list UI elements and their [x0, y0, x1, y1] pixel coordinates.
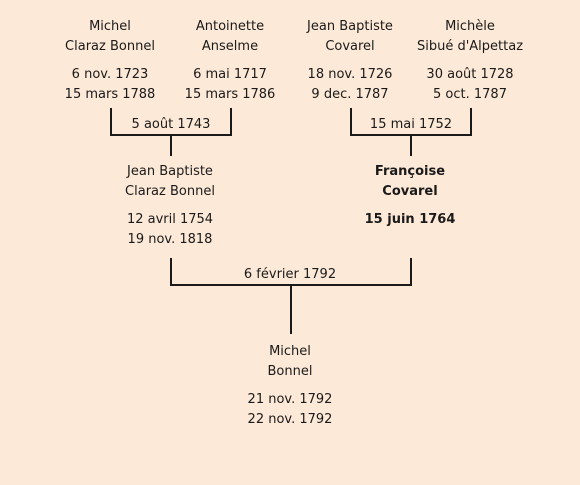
connector-line: [410, 134, 412, 156]
connector-line: [410, 258, 412, 286]
person-death-date: 19 nov. 1818: [127, 232, 213, 247]
person-birth-date: 12 avril 1754: [126, 212, 214, 227]
person-name-line2: Covarel: [325, 39, 375, 54]
marriage-date-paternal: 5 août 1743: [131, 117, 211, 132]
person-jean-baptiste-claraz-bonnel[interactable]: Jean Baptiste Claraz Bonnel 12 avril 175…: [110, 162, 230, 250]
person-name-line1: Michel: [89, 19, 131, 34]
marriage-date-parents: 6 février 1792: [243, 267, 337, 282]
person-name-line1: Antoinette: [195, 19, 265, 34]
person-birth-date: 6 nov. 1723: [71, 67, 149, 82]
marriage-date-maternal: 15 mai 1752: [369, 117, 453, 132]
person-birth-date: 21 nov. 1792: [247, 392, 333, 407]
person-michele-sibue-dalpettaz[interactable]: Michèle Sibué d'Alpettaz 30 août 1728 5 …: [410, 17, 530, 105]
person-name-line1: Michèle: [445, 19, 495, 34]
person-death-date: 9 dec. 1787: [311, 87, 389, 102]
person-death-date: 15 mars 1786: [184, 87, 276, 102]
person-death-date: 5 oct. 1787: [433, 87, 507, 102]
person-birth-date: 6 mai 1717: [193, 67, 267, 82]
person-name-line2: Claraz Bonnel: [125, 184, 215, 199]
person-name-line2: Bonnel: [267, 364, 313, 379]
person-name-line1: Jean Baptiste: [127, 164, 213, 179]
person-name-line1: Michel: [269, 344, 311, 359]
person-francoise-covarel[interactable]: Françoise Covarel 15 juin 1764: [350, 162, 470, 230]
person-name-line1: Jean Baptiste: [307, 19, 393, 34]
person-name-line2: Claraz Bonnel: [65, 39, 155, 54]
person-birth-date: 15 juin 1764: [364, 212, 456, 227]
connector-line: [230, 108, 232, 136]
connector-line: [110, 108, 112, 136]
person-death-date: 15 mars 1788: [64, 87, 156, 102]
person-antoinette-anselme[interactable]: Antoinette Anselme 6 mai 1717 15 mars 17…: [180, 17, 280, 105]
person-michel-bonnel[interactable]: Michel Bonnel 21 nov. 1792 22 nov. 1792: [230, 342, 350, 430]
person-name-line1: Françoise: [374, 164, 446, 179]
person-name-line2: Sibué d'Alpettaz: [416, 39, 524, 54]
person-michel-claraz-bonnel[interactable]: Michel Claraz Bonnel 6 nov. 1723 15 mars…: [60, 17, 160, 105]
connector-line: [350, 108, 352, 136]
person-name-line2: Anselme: [201, 39, 259, 54]
connector-line: [170, 258, 172, 286]
connector-line: [290, 284, 292, 334]
person-death-date: 22 nov. 1792: [247, 412, 333, 427]
person-jean-baptiste-covarel[interactable]: Jean Baptiste Covarel 18 nov. 1726 9 dec…: [295, 17, 405, 105]
person-name-line2: Covarel: [382, 184, 438, 199]
person-birth-date: 30 août 1728: [426, 67, 514, 82]
connector-line: [170, 134, 172, 156]
connector-line: [470, 108, 472, 136]
person-birth-date: 18 nov. 1726: [307, 67, 393, 82]
